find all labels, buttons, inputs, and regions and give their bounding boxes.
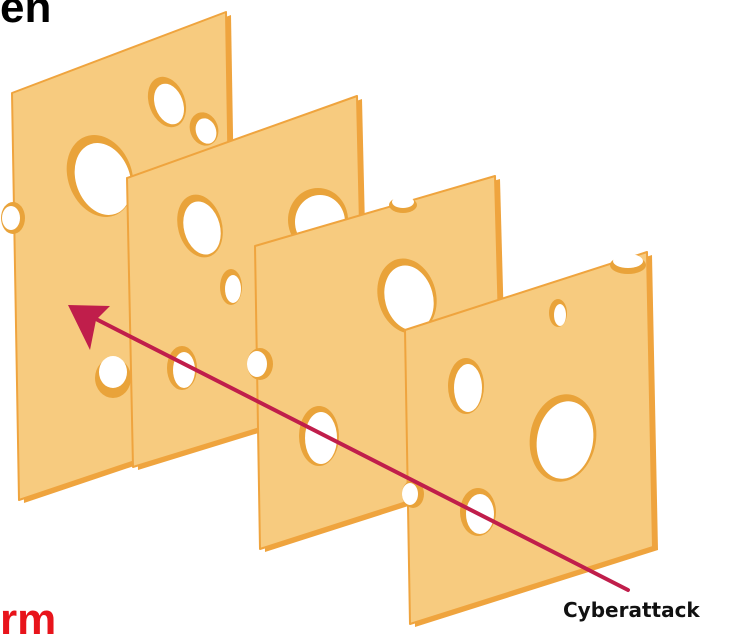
cyberattack-label: Cyberattack (563, 598, 700, 622)
cheese-hole (299, 406, 339, 466)
harm-label-fragment: rm (0, 595, 57, 644)
cheese-hole (610, 254, 646, 274)
cheese-slice-4 (402, 251, 658, 627)
title-fragment: en (0, 0, 52, 32)
cheese-hole (377, 258, 437, 334)
cheese-hole (177, 194, 223, 258)
cheese-hole (402, 480, 424, 508)
cheese-hole (247, 348, 273, 380)
cheese-hole (95, 356, 131, 398)
cheese-hole (549, 299, 567, 327)
attack-arrow-head (68, 305, 110, 350)
cheese-hole (66, 135, 134, 217)
attack-arrow-line (90, 315, 630, 592)
cheese-hole (189, 112, 219, 146)
cheese-hole (448, 358, 484, 414)
cheese-hole (220, 269, 242, 305)
cheese-hole (1, 202, 25, 234)
cheese-hole (147, 76, 187, 128)
cheese-hole (389, 196, 417, 213)
cheese-hole (529, 394, 597, 482)
attack-arrow (68, 305, 630, 592)
